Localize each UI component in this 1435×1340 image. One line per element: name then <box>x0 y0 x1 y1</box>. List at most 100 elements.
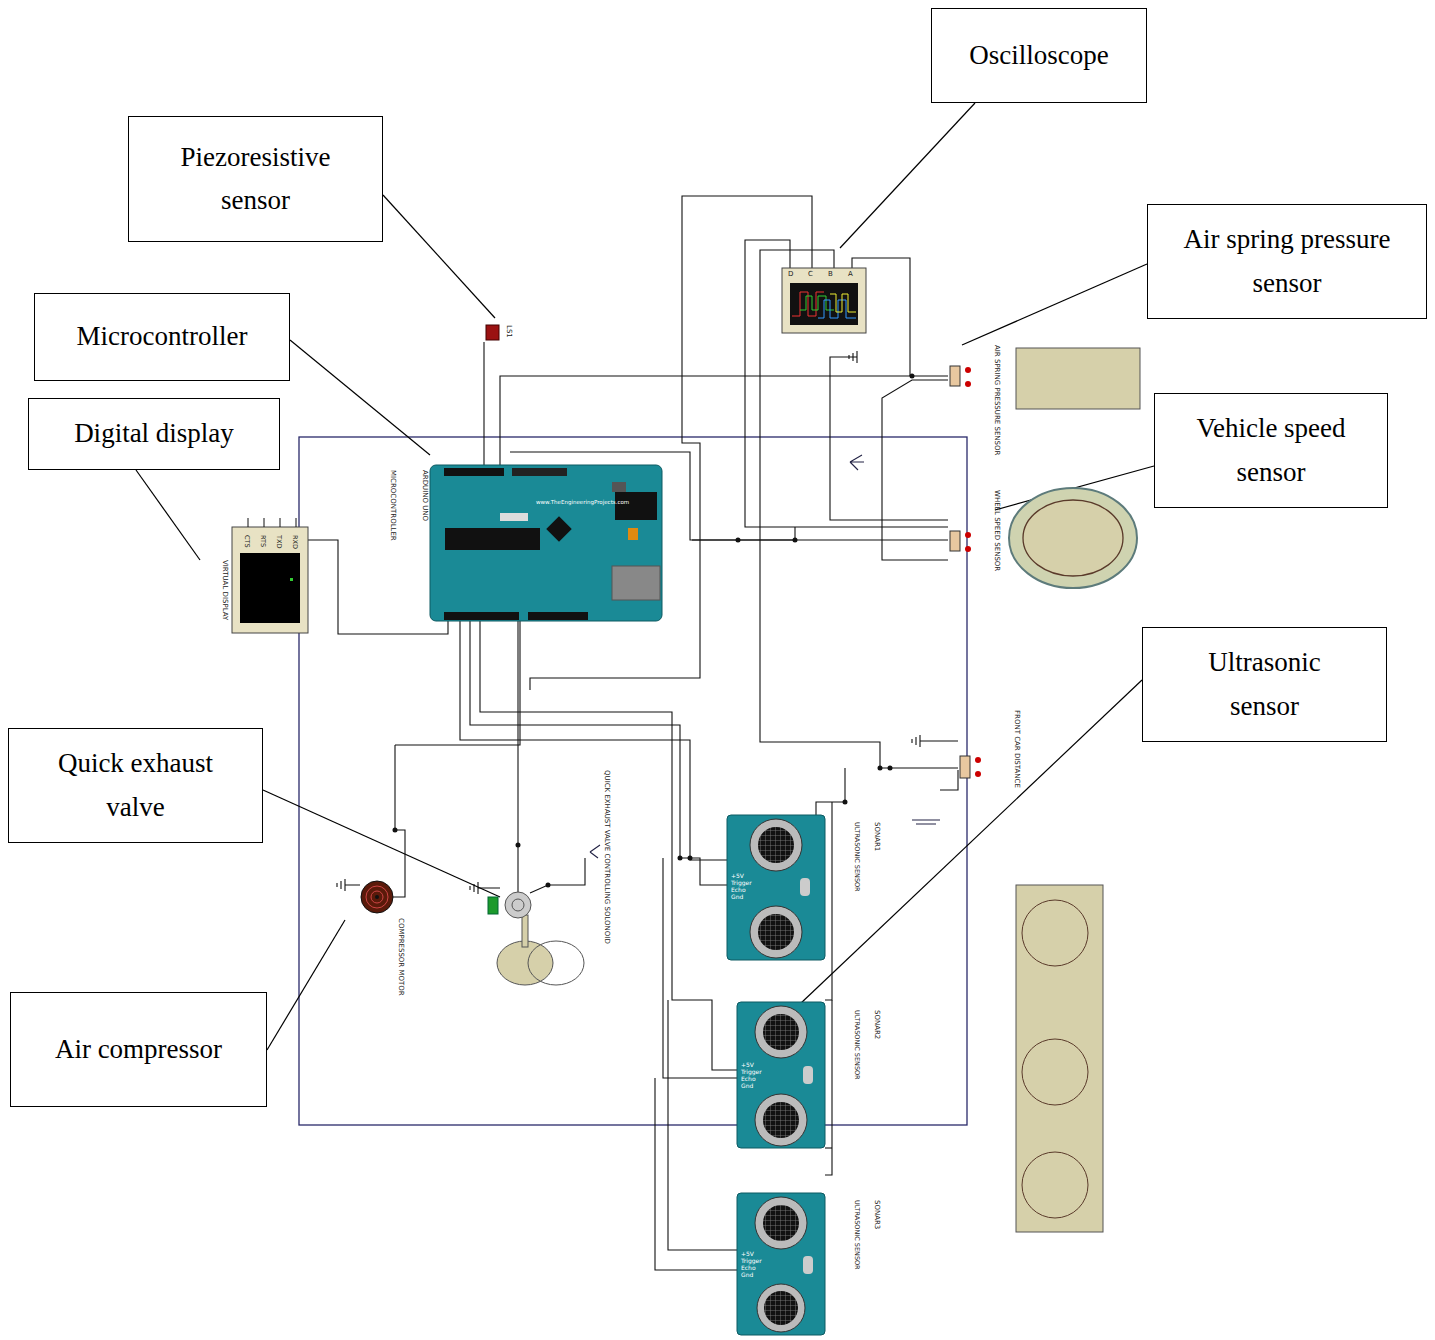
schematic-label: QUICK EXHAUST VALVE CONTROLLING SOLONOID <box>603 770 610 944</box>
ground-symbols <box>470 882 500 894</box>
schematic-label: ULTRASONIC SENSOR <box>853 822 860 892</box>
ground-symbols <box>850 455 864 470</box>
ultrasonic-modules <box>750 906 802 958</box>
schematic-label: TXD <box>275 535 282 548</box>
schematic-label: LS1 <box>505 325 512 338</box>
arduino-board <box>444 468 504 476</box>
schematic-label: Gnd <box>741 1083 753 1089</box>
wheel <box>1023 500 1123 576</box>
front-car <box>1022 900 1088 966</box>
schematic-label: Trigger <box>741 1258 762 1264</box>
wires <box>395 618 520 745</box>
callout-box: Digital display <box>28 398 280 470</box>
piezo-element <box>486 325 499 340</box>
sensor-symbols <box>965 532 971 538</box>
wires <box>940 770 958 790</box>
arduino-board <box>444 612 519 620</box>
wires <box>816 768 845 815</box>
schematic-label: A <box>848 271 853 278</box>
ultrasonic-modules <box>737 1193 825 1335</box>
oscilloscope-instrument <box>782 268 866 333</box>
schematic-label: ULTRASONIC SENSOR <box>853 1010 860 1080</box>
arduino-board <box>512 468 567 476</box>
virtual-display <box>248 518 296 527</box>
schematic-label: www.TheEngineeringProjects.com <box>536 500 629 506</box>
schematic-label: +5V <box>741 1251 754 1257</box>
compressor-motor <box>361 881 393 913</box>
schematic-label: SONAR1 <box>873 822 880 851</box>
ground-symbols <box>590 845 600 858</box>
quick-exhaust-valve <box>528 941 584 985</box>
schematic-label: SONAR2 <box>873 1010 880 1039</box>
quick-exhaust-valve <box>522 915 528 947</box>
arduino-board <box>430 465 662 621</box>
schematic-label: Echo <box>741 1265 756 1271</box>
junction-dots <box>395 376 912 885</box>
oscilloscope-instrument <box>830 294 856 312</box>
wires <box>663 858 737 1078</box>
wheel <box>1009 488 1137 588</box>
schematic-label: Echo <box>731 887 746 893</box>
ultrasonic-modules <box>755 1197 807 1249</box>
sensor-symbols <box>950 366 960 386</box>
callout-box: Oscilloscope <box>931 8 1147 103</box>
schematic-label: COMPRESSOR MOTOR <box>397 918 404 996</box>
callout-box: Piezoresistive sensor <box>128 116 383 242</box>
front-car <box>1016 885 1103 1232</box>
callout-text: Air compressor <box>55 1028 222 1071</box>
sensor-symbols <box>950 531 960 551</box>
callout-text: Digital display <box>74 412 234 455</box>
wires <box>460 618 727 860</box>
callout-box: Ultrasonic sensor <box>1142 627 1387 742</box>
schematic-label: D <box>788 271 793 278</box>
arduino-board <box>430 465 662 621</box>
sensor-symbols <box>965 381 971 387</box>
virtual-display <box>240 553 300 623</box>
callout-text: Ultrasonic sensor <box>1185 641 1345 727</box>
compressor-motor <box>375 895 379 899</box>
sensor-symbols <box>975 757 981 763</box>
callout-text: Air spring pressure sensor <box>1182 218 1392 304</box>
callout-box: Quick exhaust valve <box>8 728 263 843</box>
air-spring-plate <box>1016 348 1140 409</box>
virtual-display <box>290 578 293 581</box>
ultrasonic-modules <box>755 1006 807 1058</box>
wires <box>393 745 405 897</box>
ultrasonic-modules <box>758 914 794 950</box>
ultrasonic-modules <box>750 819 802 871</box>
leader-lines <box>263 790 500 897</box>
schematic-label: SONAR3 <box>873 1200 880 1229</box>
wires <box>745 240 948 527</box>
callout-box: Vehicle speed sensor <box>1154 393 1388 508</box>
schematic-label: AIR SPRING PRESSURE SENSOR <box>993 345 1000 455</box>
wires <box>308 196 958 1270</box>
schematic-label: +5V <box>731 873 744 879</box>
leader-lines <box>267 920 345 1050</box>
virtual-display <box>232 527 308 633</box>
schematic-label: MICROCONTROLLER <box>389 470 396 541</box>
compressor-motor <box>366 886 388 908</box>
wires <box>825 1147 832 1148</box>
leader-lines <box>840 103 975 248</box>
wires <box>530 858 585 893</box>
ultrasonic-modules <box>737 1002 825 1148</box>
schematic-label: Trigger <box>731 880 752 886</box>
wires <box>655 1078 737 1270</box>
virtual-display <box>232 518 308 633</box>
schematic-label: B <box>828 271 833 278</box>
wires <box>308 540 448 634</box>
callout-box: Microcontroller <box>34 293 290 381</box>
arduino-board <box>612 566 660 600</box>
sensor-symbols <box>965 367 971 373</box>
leader-lines <box>290 340 430 455</box>
ultrasonic-modules <box>763 1205 799 1241</box>
schematic-label: Echo <box>741 1076 756 1082</box>
wires <box>517 618 518 893</box>
wires <box>500 376 948 470</box>
schematic-label: VIRTUAL DISPLAY <box>221 560 228 620</box>
ground-symbols <box>849 351 857 363</box>
wires <box>668 1000 737 1250</box>
arduino-board <box>615 492 657 520</box>
schematic-label: Trigger <box>741 1069 762 1075</box>
